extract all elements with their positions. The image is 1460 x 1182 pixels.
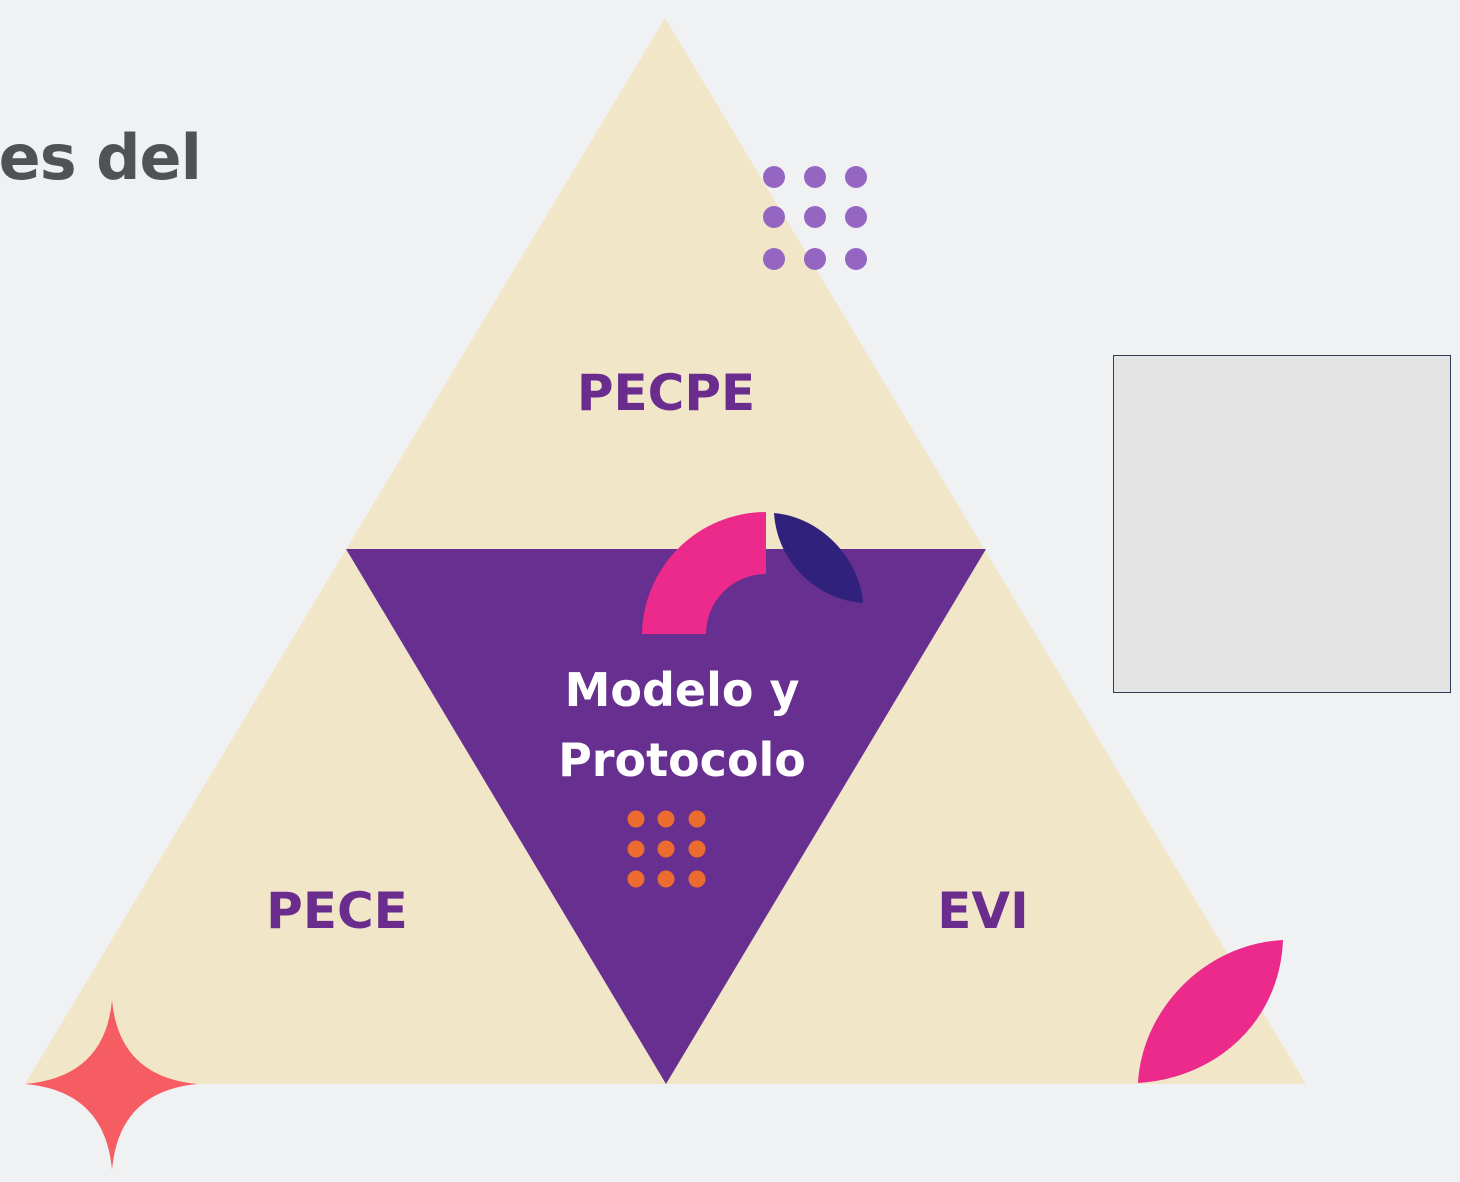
center-label-line2: Protocolo xyxy=(558,733,806,787)
orange-dot-grid-decoration xyxy=(627,810,706,888)
section-heading: tes del xyxy=(0,121,202,194)
orange-dot xyxy=(688,840,706,858)
purple-dot xyxy=(845,248,867,270)
purple-dot-grid-decoration xyxy=(763,166,867,270)
coral-star-decoration xyxy=(25,1000,198,1170)
node-label-right: EVI xyxy=(937,882,1028,940)
purple-dot xyxy=(845,166,867,188)
pink-arch-decoration xyxy=(642,512,766,634)
purple-dot xyxy=(763,206,785,228)
orange-dot xyxy=(688,810,706,828)
purple-dot xyxy=(804,248,826,270)
purple-dot xyxy=(763,248,785,270)
orange-dot xyxy=(688,870,706,888)
navy-leaf-decoration xyxy=(774,513,863,603)
center-label-line1: Modelo y xyxy=(565,663,800,717)
purple-dot xyxy=(763,166,785,188)
orange-dot xyxy=(657,870,675,888)
orange-dot xyxy=(627,810,645,828)
orange-dot xyxy=(627,870,645,888)
orange-dot xyxy=(657,810,675,828)
image-placeholder-box xyxy=(1113,355,1451,693)
purple-dot xyxy=(804,206,826,228)
purple-dot xyxy=(845,206,867,228)
orange-dot xyxy=(627,840,645,858)
node-label-left: PECE xyxy=(266,882,408,940)
node-label-top: PECPE xyxy=(577,364,755,422)
orange-dot xyxy=(657,840,675,858)
pink-leaf-decoration xyxy=(1138,940,1283,1083)
purple-dot xyxy=(804,166,826,188)
